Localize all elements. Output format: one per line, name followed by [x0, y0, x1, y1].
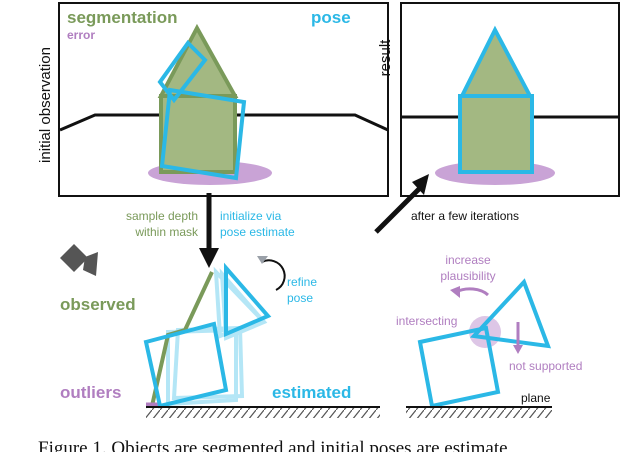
initial-observation-label: initial observation	[37, 47, 54, 163]
refine-line1: refine	[287, 275, 317, 289]
pose-label: pose	[311, 8, 351, 27]
down-arrow	[199, 193, 219, 268]
plausible-box	[417, 325, 501, 409]
estimated-box	[143, 321, 229, 409]
refine-line2: pose	[287, 291, 313, 305]
camera-icon	[60, 244, 98, 276]
outliers-label: outliers	[60, 383, 121, 402]
estimated-cone	[224, 262, 272, 338]
error-label: error	[67, 28, 95, 42]
plane-label: plane	[521, 391, 551, 405]
after-iterations-label: after a few iterations	[411, 209, 519, 223]
increase-line1: increase	[445, 253, 491, 267]
pose-cone	[157, 39, 208, 104]
initialize-line2: pose estimate	[220, 225, 295, 239]
down-gravity-arrow	[513, 322, 523, 354]
figure-caption: Figure 1. Objects are segmented and init…	[38, 438, 508, 452]
plausible-cone	[469, 278, 552, 349]
rotate-arrow	[450, 286, 490, 298]
result-panel: result	[377, 2, 620, 197]
pose-box	[159, 87, 247, 181]
result-box	[458, 94, 534, 174]
ground-hatch-right	[406, 408, 552, 418]
estimated-label: estimated	[272, 383, 351, 402]
result-label: result	[377, 39, 394, 77]
intersecting-label: intersecting	[396, 314, 457, 328]
segmentation-box	[159, 94, 237, 174]
diagonal-arrow	[374, 174, 429, 234]
increase-line2: plausibility	[440, 269, 495, 283]
observed-label: observed	[60, 295, 136, 314]
refine-icon	[257, 256, 286, 291]
sample-depth-line2: within mask	[134, 225, 199, 239]
not-supported-label: not supported	[509, 359, 582, 373]
segmentation-label: segmentation	[67, 8, 178, 27]
sample-depth-line1: sample depth	[126, 209, 198, 223]
initial-observation-panel: segmentation error pose initial observat…	[37, 2, 389, 197]
initialize-line1: initialize via	[220, 209, 282, 223]
ground-hatch-left	[146, 408, 380, 418]
